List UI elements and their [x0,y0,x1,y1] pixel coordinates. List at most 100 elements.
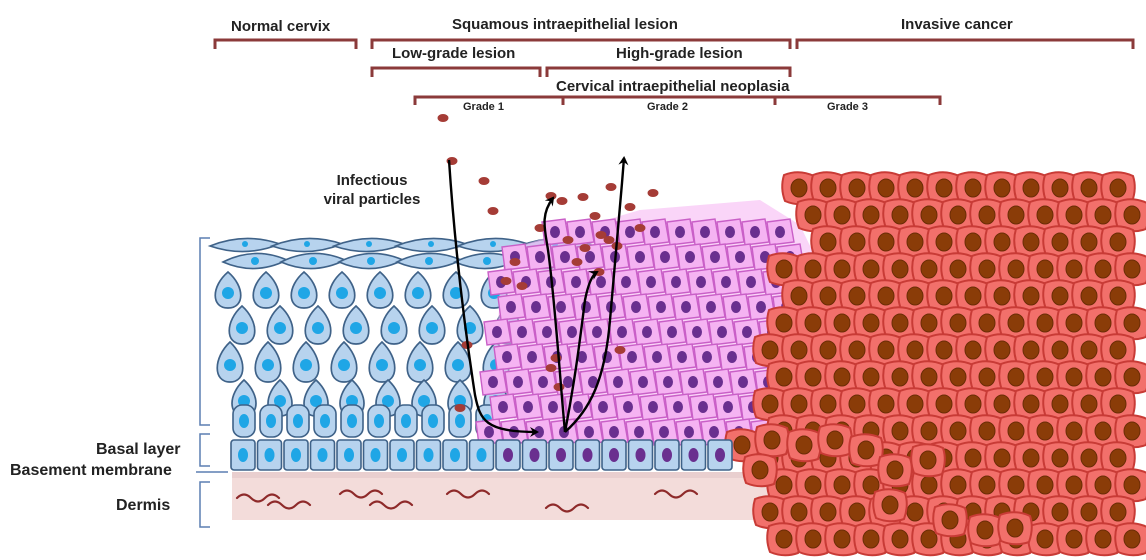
cell-nucleus [738,376,748,388]
cancer-nucleus [965,341,981,359]
cancer-nucleus [805,260,821,278]
cell-nucleus [523,401,533,413]
cell-nucleus [222,287,234,299]
cancer-nucleus [892,368,908,386]
cancer-nucleus [950,368,966,386]
cancer-nucleus [1081,179,1097,197]
cancer-nucleus [791,287,807,305]
cell-nucleus [556,301,566,313]
cancer-nucleus [791,503,807,521]
cancer-nucleus [1066,530,1082,548]
cancer-nucleus [849,287,865,305]
cancer-nucleus [942,511,958,529]
cell-nucleus [688,376,698,388]
cell-nucleus [527,351,537,363]
cell-nucleus [376,359,388,371]
cancer-nucleus [921,476,937,494]
cancer-nucleus [1052,233,1068,251]
label-viral-particles: Infectious viral particles [322,171,422,209]
cell-nucleus [638,376,648,388]
cancer-nucleus [762,503,778,521]
basal-nucleus [503,448,513,462]
label-basal-layer: Basal layer [96,441,181,459]
bracket-normal-cervix [215,40,356,49]
cell-nucleus [535,251,545,263]
cancer-nucleus [1095,368,1111,386]
cell-nucleus [239,414,249,428]
cell-nucleus [224,359,236,371]
viral-particle [557,197,568,205]
cell-nucleus [709,426,719,438]
cell-nucleus [627,351,637,363]
basal-nucleus [530,448,540,462]
cancer-nucleus [1095,206,1111,224]
basal-nucleus [265,448,275,462]
bracket-invasive-cancer [797,40,1133,49]
cell-nucleus [702,351,712,363]
cancer-nucleus [805,530,821,548]
cancer-nucleus [979,476,995,494]
cancer-nucleus [1110,341,1126,359]
cancer-nucleus [734,436,750,454]
cell-nucleus [713,376,723,388]
cancer-nucleus [1023,233,1039,251]
cell-nucleus [488,376,498,388]
cancer-nucleus [762,395,778,413]
cell-nucleus [598,401,608,413]
cancer-nucleus [921,368,937,386]
cancer-nucleus [1081,233,1097,251]
cancer-nucleus [849,503,865,521]
cell-nucleus [673,401,683,413]
viral-particle [554,383,565,391]
cancer-nucleus [805,314,821,332]
cancer-nucleus [1052,341,1068,359]
cancer-nucleus [1007,519,1023,537]
cancer-nucleus [863,530,879,548]
cancer-nucleus [1037,314,1053,332]
cell-nucleus [617,326,627,338]
cell-nucleus [506,301,516,313]
cancer-nucleus [834,530,850,548]
bracket-high-grade [547,68,790,77]
cell-nucleus [575,226,585,238]
cancer-nucleus [921,206,937,224]
cell-nucleus [717,326,727,338]
basal-nucleus [477,448,487,462]
cancer-nucleus [827,431,843,449]
cell-nucleus [538,376,548,388]
cell-nucleus [698,401,708,413]
cancer-nucleus [849,341,865,359]
cell-nucleus [517,326,527,338]
cancer-nucleus [921,530,937,548]
cell-nucleus [260,287,272,299]
cancer-nucleus [805,368,821,386]
cancer-nucleus [1110,287,1126,305]
cell-nucleus [414,359,426,371]
viral-particle [578,193,589,201]
basal-nucleus [636,448,646,462]
cancer-nucleus [1008,314,1024,332]
cancer-nucleus [1095,422,1111,440]
cell-nucleus [388,322,400,334]
cell-nucleus [350,322,362,334]
side-bracket-epithelium [200,238,210,425]
cancer-nucleus [979,422,995,440]
cancer-nucleus [805,476,821,494]
cell-nucleus [609,426,619,438]
cancer-nucleus [994,287,1010,305]
cell-nucleus [750,226,760,238]
cancer-nucleus [878,341,894,359]
cancer-nucleus [805,206,821,224]
cancer-nucleus [762,341,778,359]
cell-nucleus [671,276,681,288]
cancer-nucleus [1023,287,1039,305]
cancer-nucleus [921,422,937,440]
cancer-nucleus [1124,422,1140,440]
cancer-nucleus [820,233,836,251]
cancer-nucleus [950,314,966,332]
cancer-nucleus [994,341,1010,359]
cancer-nucleus [1037,422,1053,440]
viral-particle [572,258,583,266]
label-cin: Cervical intraepithelial neoplasia [556,78,789,95]
cancer-nucleus [1066,260,1082,278]
